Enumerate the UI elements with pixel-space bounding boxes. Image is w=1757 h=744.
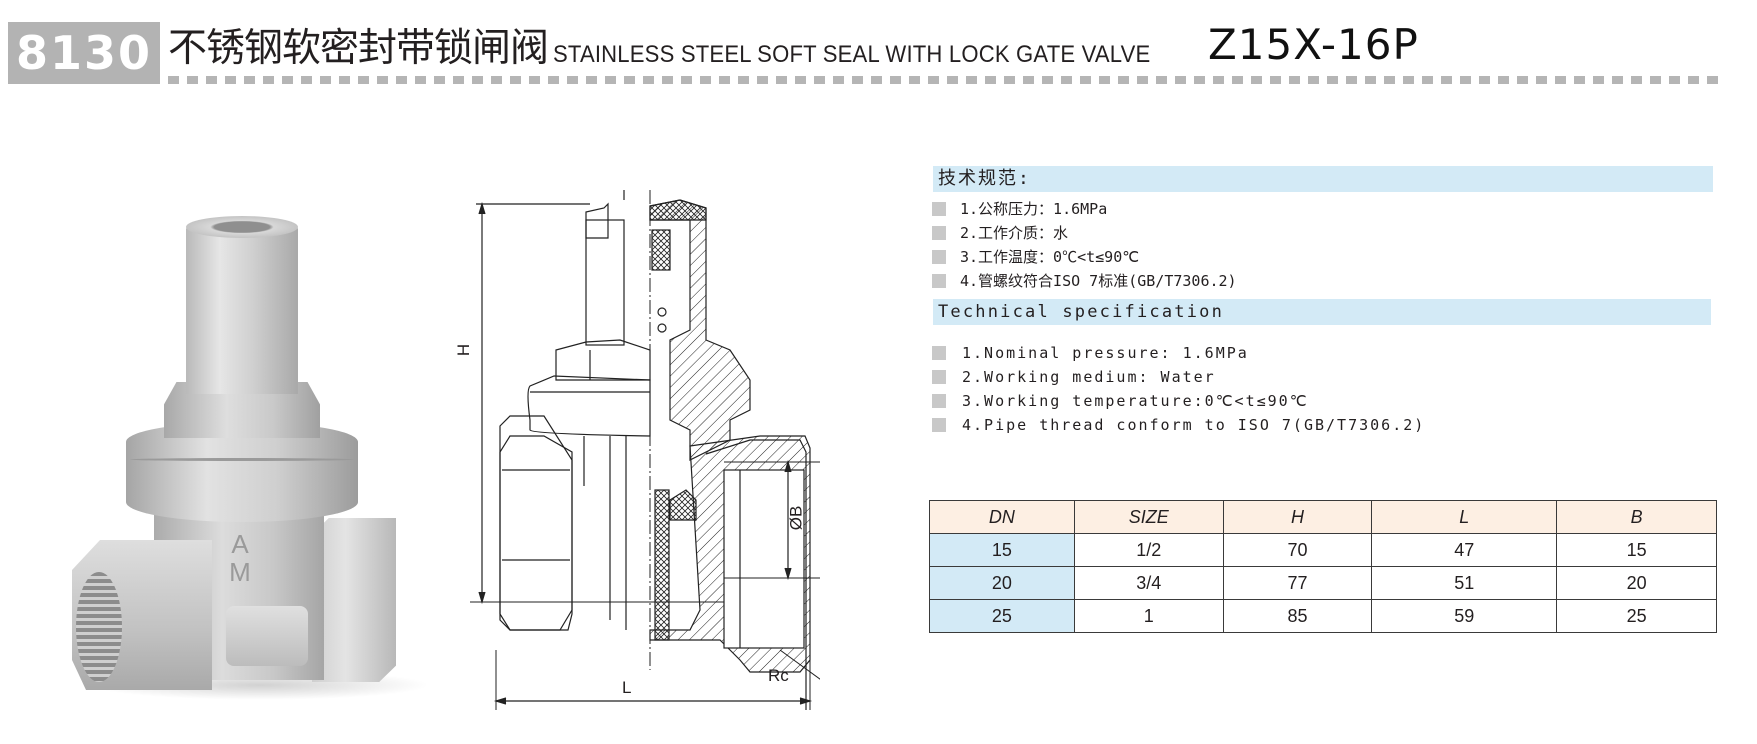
logo-letter-a: A <box>231 529 249 559</box>
header-dashed-divider <box>168 76 1716 84</box>
cell-size: 1/2 <box>1073 533 1224 567</box>
square-bullet-icon <box>932 370 946 384</box>
column-header-size: SIZE <box>1073 500 1224 534</box>
column-header-b: B <box>1556 500 1717 534</box>
cell-h: 70 <box>1222 533 1373 567</box>
model-number: Z15X-16P <box>1208 20 1419 69</box>
product-photo: A M <box>60 200 440 710</box>
valve-stem-housing <box>186 224 298 394</box>
square-bullet-icon <box>932 250 946 264</box>
spec-item-text: 1.Nominal pressure: 1.6MPa <box>962 344 1249 362</box>
cell-l: 47 <box>1371 533 1558 567</box>
spec-item-text: 3.Working temperature:0℃<t≤90℃ <box>962 392 1309 410</box>
square-bullet-icon <box>932 394 946 408</box>
valve-bonnet <box>126 422 358 522</box>
dimension-table: DN SIZE H L B 15 1/2 70 47 15 20 3/4 77 … <box>929 500 1717 633</box>
square-bullet-icon <box>932 274 946 288</box>
table-header-row: DN SIZE H L B <box>929 500 1717 534</box>
square-bullet-icon <box>932 226 946 240</box>
dimension-label-h: H <box>454 343 474 357</box>
logo-letter-m: M <box>229 557 251 587</box>
cell-size: 3/4 <box>1073 566 1224 600</box>
stem-top-opening <box>186 216 298 238</box>
square-bullet-icon <box>932 202 946 216</box>
cell-dn: 25 <box>929 599 1075 633</box>
spec-item-text: 2.Working medium: Water <box>962 368 1216 386</box>
product-code-badge: 8130 <box>8 22 160 84</box>
product-title-chinese: 不锈钢软密封带锁闸阀 <box>168 26 549 71</box>
dimension-label-b: ØB <box>786 505 806 531</box>
spec-list-english: 1.Nominal pressure: 1.6MPa 2.Working med… <box>932 341 1425 437</box>
dimension-label-l: L <box>622 678 632 697</box>
spec-item-text: 4.Pipe thread conform to ISO 7(GB/T7306.… <box>962 416 1426 434</box>
spec-section-header-chinese: 技术规范: <box>933 166 1713 192</box>
spec-section-header-english: Technical specification <box>933 299 1711 325</box>
column-header-h: H <box>1222 500 1373 534</box>
cell-dn: 20 <box>929 566 1075 600</box>
spec-item: 3.Working temperature:0℃<t≤90℃ <box>932 389 1425 413</box>
cell-h: 77 <box>1222 566 1373 600</box>
table-row: 20 3/4 77 51 20 <box>929 566 1717 600</box>
body-boss <box>226 606 308 666</box>
square-bullet-icon <box>932 346 946 360</box>
cast-logo: A M <box>220 530 260 586</box>
technical-drawing: H L ØB Rc <box>454 190 825 710</box>
spec-item-text: 2.工作介质：水 <box>960 224 1069 242</box>
spec-item: 3.工作温度：0℃<t≤90℃ <box>932 245 1237 269</box>
cell-size: 1 <box>1073 599 1224 633</box>
spec-item: 1.Nominal pressure: 1.6MPa <box>932 341 1425 365</box>
bonnet-seam <box>130 458 354 461</box>
spec-item: 2.Working medium: Water <box>932 365 1425 389</box>
table-row: 15 1/2 70 47 15 <box>929 533 1717 567</box>
cell-b: 20 <box>1556 566 1717 600</box>
cell-b: 15 <box>1556 533 1717 567</box>
spec-title-english: Technical specification <box>938 302 1225 322</box>
column-header-dn: DN <box>929 500 1075 534</box>
spec-item: 4.Pipe thread conform to ISO 7(GB/T7306.… <box>932 413 1425 437</box>
cell-b: 25 <box>1556 599 1717 633</box>
square-bullet-icon <box>932 418 946 432</box>
cell-l: 51 <box>1371 566 1558 600</box>
spec-item: 1.公称压力：1.6MPa <box>932 197 1237 221</box>
table-row: 25 1 85 59 25 <box>929 599 1717 633</box>
header-divider-end <box>1716 76 1718 84</box>
spec-item: 2.工作介质：水 <box>932 221 1237 245</box>
spec-item-text: 1.公称压力：1.6MPa <box>960 200 1108 218</box>
threaded-port-opening <box>76 572 122 682</box>
spec-title-chinese: 技术规范: <box>938 168 1031 189</box>
cell-l: 59 <box>1371 599 1558 633</box>
product-title-english: STAINLESS STEEL SOFT SEAL WITH LOCK GATE… <box>553 41 1151 68</box>
column-header-l: L <box>1371 500 1558 534</box>
spec-item: 4.管螺纹符合ISO 7标准(GB/T7306.2) <box>932 269 1237 293</box>
dimension-label-rc: Rc <box>768 666 789 685</box>
cell-h: 85 <box>1222 599 1373 633</box>
spec-item-text: 4.管螺纹符合ISO 7标准(GB/T7306.2) <box>960 272 1237 290</box>
valve-right-port <box>312 518 396 682</box>
spec-item-text: 3.工作温度：0℃<t≤90℃ <box>960 248 1140 266</box>
spec-list-chinese: 1.公称压力：1.6MPa 2.工作介质：水 3.工作温度：0℃<t≤90℃ 4… <box>932 197 1237 293</box>
cell-dn: 15 <box>929 533 1075 567</box>
